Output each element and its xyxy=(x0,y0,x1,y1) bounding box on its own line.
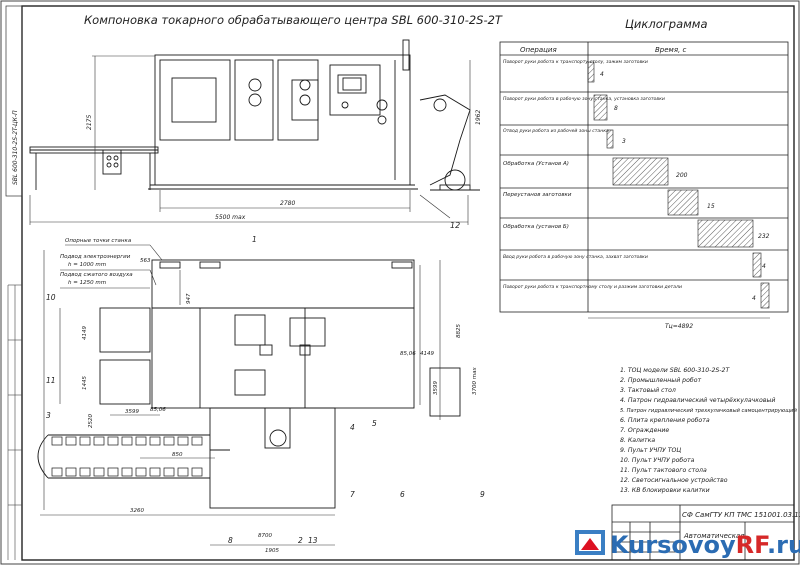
legend-item-5: 5. Патрон гидравлический трехкулачковый … xyxy=(620,408,797,414)
svg-text:4: 4 xyxy=(752,295,756,302)
svg-text:3: 3 xyxy=(622,138,626,145)
cyclogram-title: Циклограмма xyxy=(625,17,708,31)
plan-view xyxy=(37,259,461,509)
svg-text:200: 200 xyxy=(676,172,688,179)
top-dimensions xyxy=(29,55,471,225)
legend-item-7: 7. Ограждение xyxy=(620,427,669,434)
titleblock-name: Автоматическая... xyxy=(683,532,751,540)
dim-2520: 2520 xyxy=(88,414,94,428)
svg-text:15: 15 xyxy=(707,203,715,210)
dim-947: 947 xyxy=(186,293,192,304)
legend-item-1: 1. ТОЦ модели SBL 600-310-2S-2T xyxy=(620,367,730,374)
callout-9: 9 xyxy=(480,490,485,499)
label-power: Подвод электроэнергии xyxy=(60,254,131,260)
dim-height-right: 1962 xyxy=(475,110,482,125)
cyclo-row-6: Ввод руки робота в рабочую зону станка, … xyxy=(503,254,648,260)
svg-text:232: 232 xyxy=(758,233,770,240)
label-power-h: h = 1000 mm xyxy=(68,262,106,268)
cyclo-row-1: Поворот руки робота в рабочую зону станк… xyxy=(503,96,665,102)
callout-2: 2 xyxy=(298,536,303,545)
left-margin-strip xyxy=(7,284,22,560)
legend-item-2: 2. Промышленный робот xyxy=(620,376,701,384)
plan-callouts: 1 10 11 3 4 5 6 7 9 8 2 13 xyxy=(46,235,485,545)
dim-8700: 8700 xyxy=(258,533,272,539)
dim-1905: 1905 xyxy=(265,548,279,554)
svg-text:4: 4 xyxy=(600,71,604,78)
callout-4: 4 xyxy=(350,423,355,432)
cyclo-row-5: Обработка (установ Б) xyxy=(503,224,569,230)
dim-4149b: 4149 xyxy=(420,351,434,357)
dim-3260: 3260 xyxy=(130,508,144,514)
dim-8506-right: 85,06 xyxy=(400,351,416,357)
machine-side-view xyxy=(29,39,480,191)
watermark: KursovoyRF.ru xyxy=(575,530,800,559)
dim-1445: 1445 xyxy=(82,376,88,390)
cyclo-row-7: Поворот руки робота к транспортному стол… xyxy=(503,284,682,290)
svg-text:8: 8 xyxy=(614,105,618,112)
legend-item-12: 12. Светосигнальное устройство xyxy=(620,477,728,484)
legend-item-4: 4. Патрон гидравлический четырёхкулачков… xyxy=(620,396,775,404)
legend: 1. ТОЦ модели SBL 600-310-2S-2T 2. Промы… xyxy=(620,367,797,494)
cyclo-total: Tц=4892 xyxy=(665,323,693,330)
legend-item-13: 13. КВ блокировки калитки xyxy=(620,486,710,494)
cyclogram-table xyxy=(499,41,789,313)
callout-11: 11 xyxy=(46,376,56,385)
legend-item-8: 8. Калитка xyxy=(620,437,655,444)
dim-width-max: 5500 max xyxy=(215,214,246,221)
cyclo-times: 4 8 3 200 15 232 4 4 xyxy=(600,71,770,302)
cyclo-row-0: Поворот руки робота к транспорту столу, … xyxy=(503,59,648,65)
watermark-brand: KursovoyRF.ru xyxy=(610,531,800,559)
callout-12: 12 xyxy=(450,221,460,230)
plan-dimensions xyxy=(40,250,441,546)
callout-8: 8 xyxy=(228,536,233,545)
titleblock-code: СФ СамГТУ КП ТМС 151001.03.11.005 xyxy=(682,511,800,519)
cyclo-bars xyxy=(587,61,770,309)
legend-item-3: 3. Тактовый стол xyxy=(620,387,676,394)
inner-frame xyxy=(21,5,795,561)
callout-13: 13 xyxy=(308,536,318,545)
cyclo-row-3: Обработка (Установ А) xyxy=(503,161,569,167)
dim-3599: 3599 xyxy=(125,409,139,415)
dim-height-main: 2175 xyxy=(86,115,93,130)
label-air-h: h = 1250 mm xyxy=(68,280,106,286)
label-air: Подвод сжатого воздуха xyxy=(60,272,133,278)
legend-item-9: 9. Пульт УЧПУ ТОЦ xyxy=(620,447,681,454)
callout-1: 1 xyxy=(252,235,257,244)
callout-7: 7 xyxy=(350,490,355,499)
dim-4149: 4149 xyxy=(82,326,88,340)
title-block xyxy=(611,504,795,561)
watermark-logo-icon xyxy=(575,530,605,555)
dim-850: 850 xyxy=(172,452,183,458)
label-support-points: Опорные точки станка xyxy=(65,238,132,244)
dim-563: 563 xyxy=(140,258,151,264)
plan-labels xyxy=(60,244,163,289)
callout-10: 10 xyxy=(46,293,56,302)
cyclo-col-operation: Операция xyxy=(520,46,557,54)
stamp-code: SBL 600-310-2S-2T-ЦК-П xyxy=(12,110,19,185)
callout-3: 3 xyxy=(46,411,51,420)
stamp-box: SBL 600-310-2S-2T-ЦК-П xyxy=(5,5,23,197)
svg-text:4: 4 xyxy=(762,263,766,270)
cyclo-row-2: Отвод руки робота из рабочей зоны станка xyxy=(503,128,609,134)
dim-8506-left: 85,06 xyxy=(150,407,166,413)
dim-3700: 3700 max xyxy=(472,367,478,395)
dim-8825: 8825 xyxy=(456,324,462,338)
legend-item-6: 6. Плита крепления робота xyxy=(620,416,710,424)
callout-5: 5 xyxy=(372,419,377,428)
dim-3599b: 3599 xyxy=(433,381,439,395)
cyclo-row-4: Переустанов заготовки xyxy=(503,192,572,198)
legend-item-11: 11. Пульт тактового стола xyxy=(620,467,707,474)
drawing-title: Компоновка токарного обрабатывающего цен… xyxy=(84,13,503,27)
cyclo-col-time: Время, с xyxy=(655,46,686,54)
callout-6: 6 xyxy=(400,490,405,499)
dim-width-machine: 2780 xyxy=(280,200,295,207)
legend-item-10: 10. Пульт УЧПУ робота xyxy=(620,456,695,464)
